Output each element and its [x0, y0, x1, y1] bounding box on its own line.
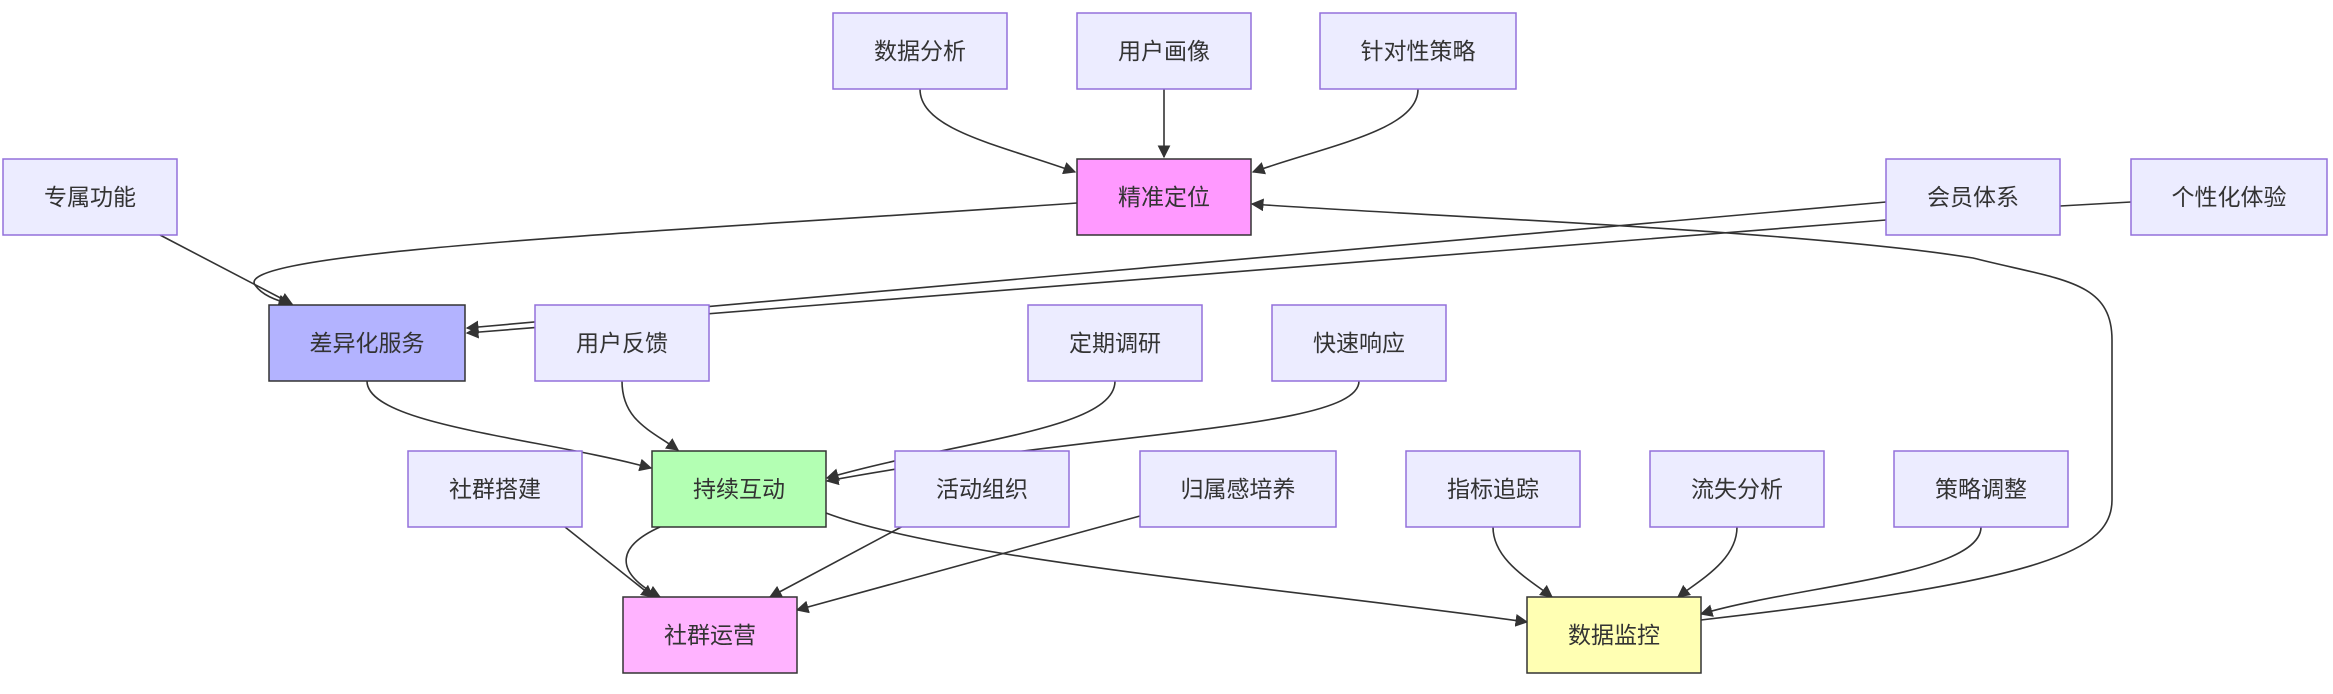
node-box: [1893, 450, 2069, 528]
node-label: 精准定位: [1118, 184, 1210, 210]
edge-yonghu_fankui-to-chixu_hudong: [621, 380, 680, 451]
node-jingzhun_dingwei: 精准定位: [1076, 158, 1252, 236]
edge-chayihua_fuwu-to-chixu_hudong: [366, 380, 653, 472]
edge-celue_tiaozheng-to-shuju_jiankong: [1699, 526, 1982, 617]
node-label: 社群运营: [664, 622, 756, 648]
edge-dingqi_diaoyan-to-chixu_hudong: [825, 380, 1116, 481]
edge-zhendui_celue-to-jingzhun_dingwei: [1251, 88, 1419, 175]
node-zhibiao_zhuizong: 指标追踪: [1405, 450, 1581, 528]
node-label: 数据分析: [874, 38, 966, 64]
node-shuju_jiankong: 数据监控: [1526, 596, 1702, 674]
edge-zhuanshu_gongneng-to-chayihua_fuwu: [159, 234, 294, 305]
node-dingqi_diaoyan: 定期调研: [1027, 304, 1203, 382]
edge-chixu_hudong-to-shuju_jiankong: [825, 512, 1529, 627]
node-huiyuan_tixi: 会员体系: [1885, 158, 2061, 236]
node-label: 用户画像: [1118, 38, 1210, 64]
node-label: 会员体系: [1927, 184, 2019, 210]
node-box: [2130, 158, 2328, 236]
node-label: 归属感培养: [1181, 476, 1296, 502]
node-label: 社群搭建: [449, 476, 541, 502]
node-box: [1649, 450, 1825, 528]
node-liushi_fenxi: 流失分析: [1649, 450, 1825, 528]
node-box: [2, 158, 178, 236]
edge-shequn_dajian-to-shequn_yunying: [564, 526, 655, 598]
node-label: 持续互动: [693, 476, 785, 502]
edge-jingzhun_dingwei-to-chayihua_fuwu: [253, 202, 1078, 308]
node-guishugan_peiyang: 归属感培养: [1139, 450, 1337, 528]
node-box: [1076, 12, 1252, 90]
node-box: [1271, 304, 1447, 382]
node-box: [651, 450, 827, 528]
node-label: 定期调研: [1069, 330, 1161, 356]
node-label: 活动组织: [936, 476, 1028, 502]
node-box: [894, 450, 1070, 528]
node-label: 针对性策略: [1361, 38, 1476, 64]
node-zhendui_celue: 针对性策略: [1319, 12, 1517, 90]
node-box: [407, 450, 583, 528]
edge-chixu_hudong-to-shequn_yunying: [625, 526, 662, 598]
edge-zhibiao_zhuizong-to-shuju_jiankong: [1492, 526, 1554, 598]
edge-shuju_jiankong-to-jingzhun_dingwei: [1250, 198, 2113, 621]
node-zhuanshu_gongneng: 专属功能: [2, 158, 178, 236]
node-shuju_fenxi: 数据分析: [832, 12, 1008, 90]
edge-shuju_fenxi-to-jingzhun_dingwei: [919, 88, 1077, 175]
node-box: [1076, 158, 1252, 236]
node-celue_tiaozheng: 策略调整: [1893, 450, 2069, 528]
edge-liushi_fenxi-to-shuju_jiankong: [1676, 526, 1738, 598]
node-gexinghua_tiyan: 个性化体验: [2130, 158, 2328, 236]
node-yonghu_fankui: 用户反馈: [534, 304, 710, 382]
node-box: [1526, 596, 1702, 674]
edge-huodong_zuzhi-to-shequn_yunying: [768, 524, 906, 598]
node-box: [1885, 158, 2061, 236]
node-label: 快速响应: [1313, 330, 1405, 356]
node-label: 专属功能: [44, 184, 136, 210]
node-label: 个性化体验: [2172, 184, 2287, 210]
node-box: [832, 12, 1008, 90]
node-box: [268, 304, 466, 382]
node-label: 指标追踪: [1447, 476, 1539, 502]
edge-guishugan_peiyang-to-shequn_yunying: [795, 515, 1141, 614]
node-label: 策略调整: [1935, 476, 2027, 502]
node-shequn_dajian: 社群搭建: [407, 450, 583, 528]
node-box: [622, 596, 798, 674]
node-label: 用户反馈: [576, 330, 668, 356]
node-chayihua_fuwu: 差异化服务: [268, 304, 466, 382]
node-kuaisu_xiangying: 快速响应: [1271, 304, 1447, 382]
node-box: [1139, 450, 1337, 528]
node-box: [1027, 304, 1203, 382]
node-shequn_yunying: 社群运营: [622, 596, 798, 674]
node-label: 数据监控: [1568, 622, 1660, 648]
node-huodong_zuzhi: 活动组织: [894, 450, 1070, 528]
node-label: 差异化服务: [310, 330, 425, 356]
node-box: [1405, 450, 1581, 528]
node-yonghu_huaxiang: 用户画像: [1076, 12, 1252, 90]
node-box: [1319, 12, 1517, 90]
node-chixu_hudong: 持续互动: [651, 450, 827, 528]
node-label: 流失分析: [1691, 476, 1783, 502]
node-box: [534, 304, 710, 382]
